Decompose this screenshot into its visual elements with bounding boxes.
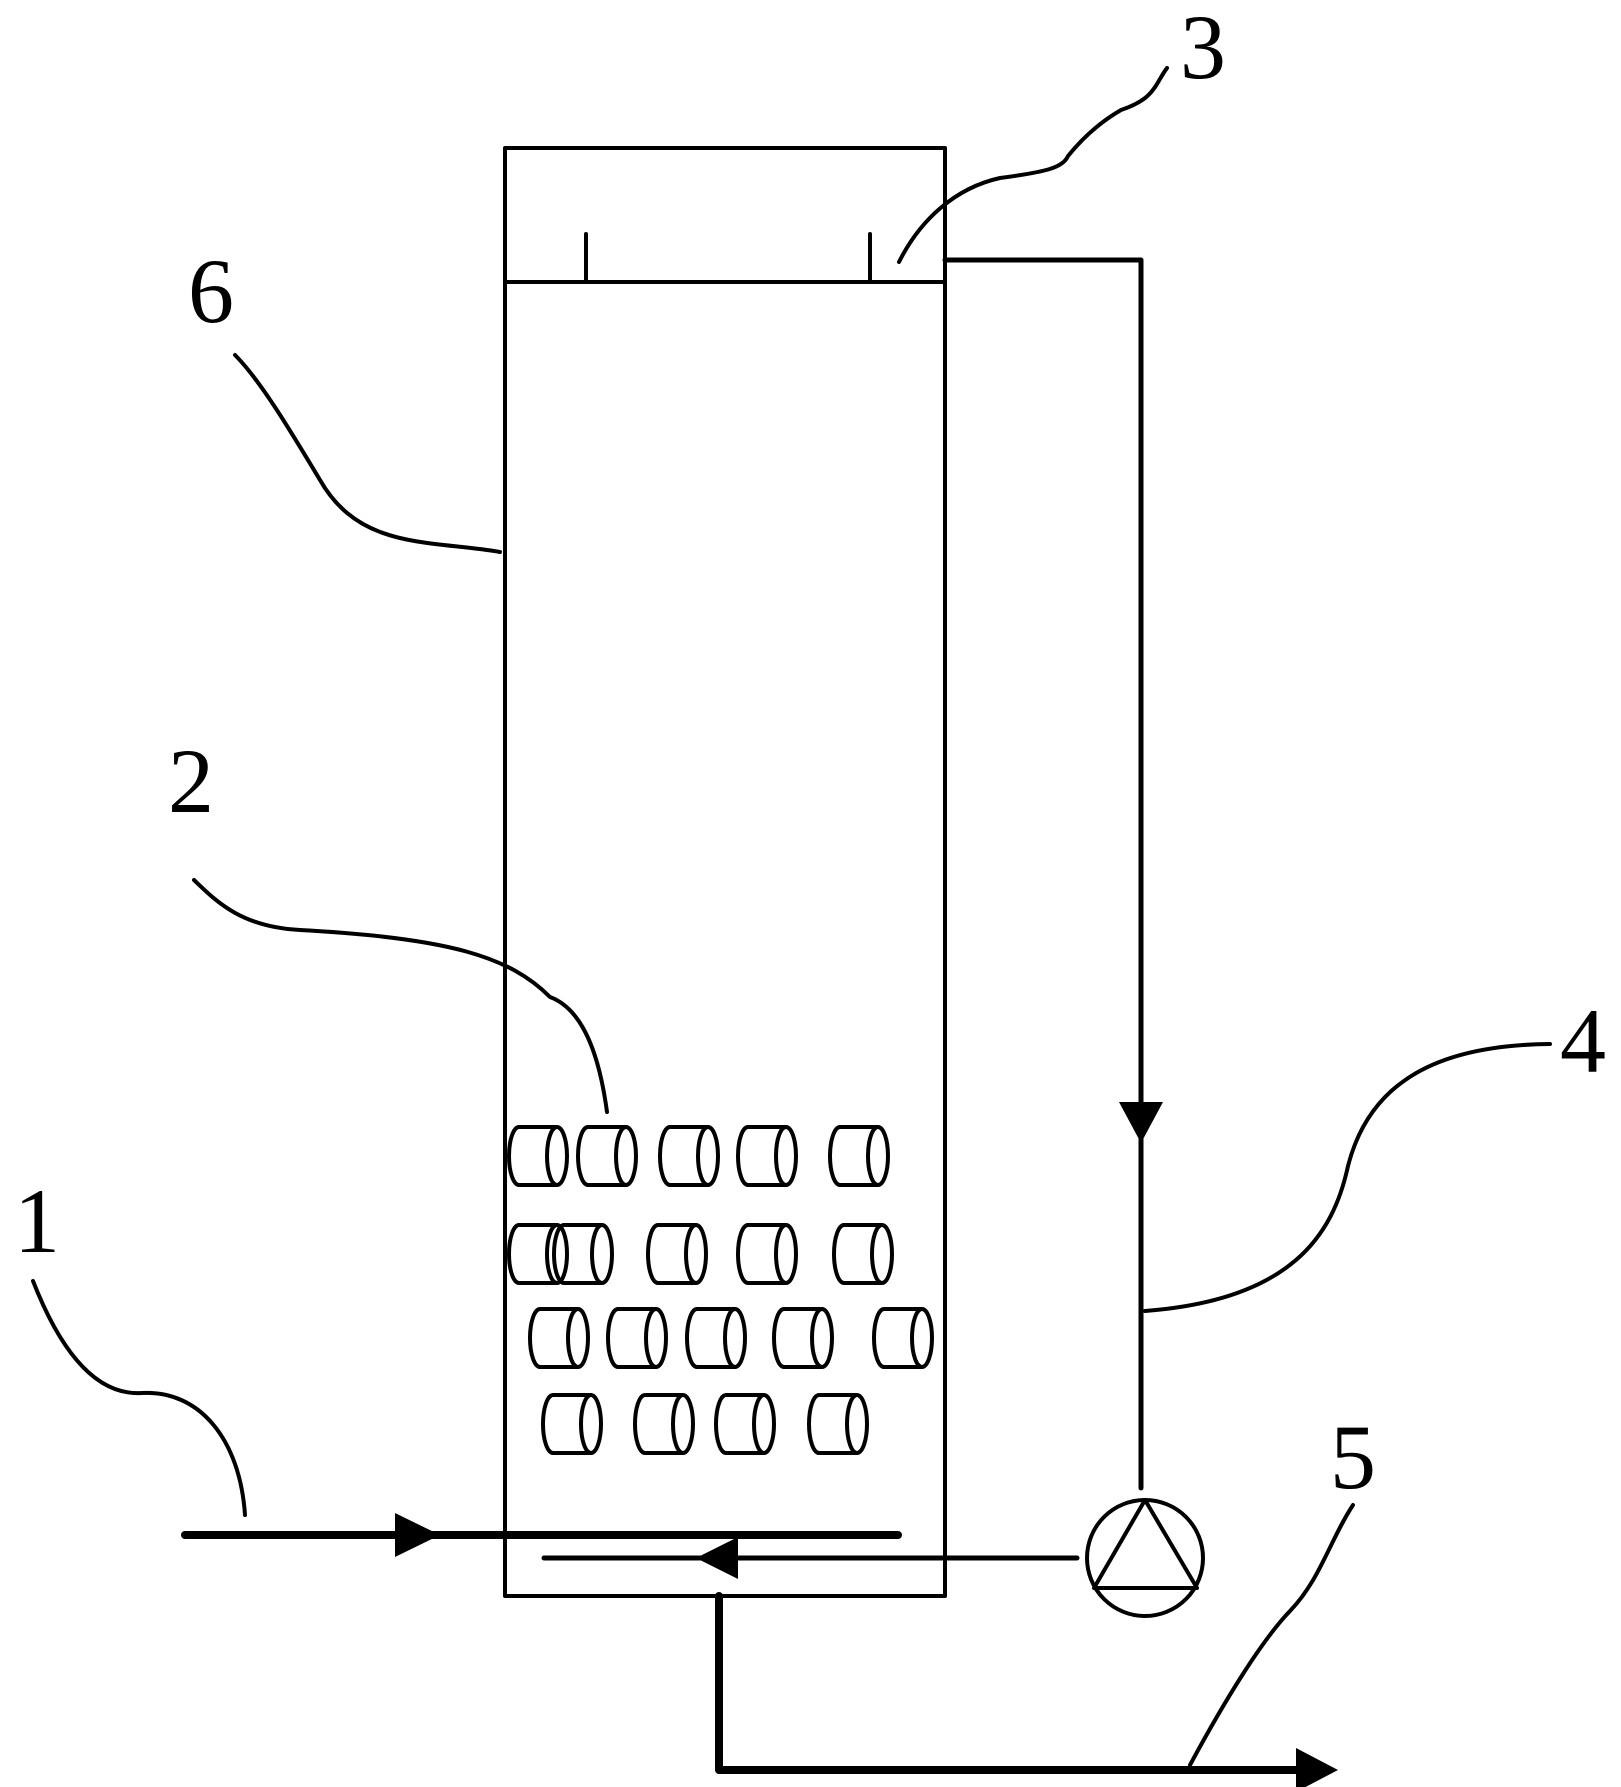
carrier-group (507, 1125, 934, 1455)
cylinder-carrier-icon (552, 1223, 614, 1285)
leader-line-1 (31, 1279, 247, 1517)
influent-arrowhead-icon (395, 1513, 440, 1557)
cylinder-carrier-icon (685, 1307, 747, 1369)
leader-line-2 (192, 878, 609, 1114)
label-3: 3 (1180, 0, 1226, 98)
effluent-arrowhead-icon (1296, 1748, 1338, 1787)
leader-line-6 (233, 353, 502, 554)
recirculation-pipe (942, 257, 1144, 1491)
cylinder-carrier-icon (807, 1393, 869, 1455)
cylinder-carrier-icon (872, 1307, 934, 1369)
cylinder-carrier-icon (528, 1307, 590, 1369)
cylinder-carrier-icon (541, 1393, 603, 1455)
label-4: 4 (1560, 990, 1606, 1092)
label-2: 2 (168, 730, 214, 832)
cylinder-carrier-icon (736, 1223, 798, 1285)
cylinder-carrier-icon (576, 1125, 638, 1187)
cylinder-carrier-icon (606, 1307, 668, 1369)
cylinder-carrier-icon (736, 1125, 798, 1187)
distributor-arrowhead-icon (696, 1537, 738, 1579)
label-5: 5 (1330, 1406, 1376, 1508)
cylinder-carrier-icon (828, 1125, 890, 1187)
recirculation-arrowhead-icon (1119, 1102, 1163, 1143)
effluent-pipe (715, 1592, 1304, 1774)
cylinder-carrier-icon (832, 1223, 894, 1285)
cylinder-carrier-icon (633, 1393, 695, 1455)
label-6: 6 (188, 240, 234, 342)
label-1: 1 (14, 1170, 60, 1272)
cylinder-carrier-icon (772, 1307, 834, 1369)
cylinder-carrier-icon (714, 1393, 776, 1455)
leader-line-4 (1143, 1042, 1552, 1313)
leader-line-3 (897, 66, 1169, 264)
cylinder-carrier-icon (507, 1125, 569, 1187)
pump-icon (1085, 1498, 1205, 1618)
reactor-column (503, 146, 947, 1598)
cylinder-carrier-icon (507, 1223, 569, 1285)
cylinder-carrier-icon (646, 1223, 708, 1285)
leader-line-5 (1188, 1503, 1355, 1767)
cylinder-carrier-icon (658, 1125, 720, 1187)
